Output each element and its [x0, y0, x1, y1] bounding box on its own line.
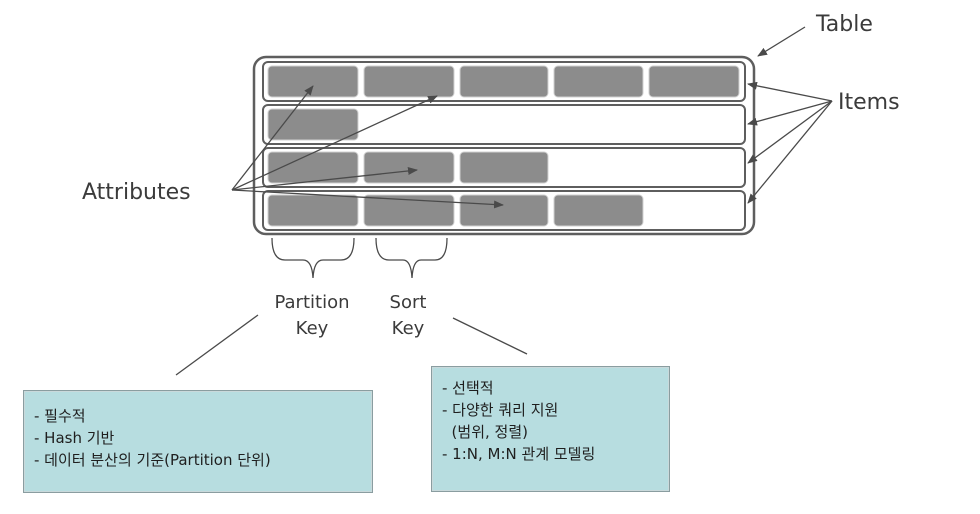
- items-arrows: [747, 81, 833, 204]
- note-line: (범위, 정렬): [442, 423, 528, 441]
- note-line: - 1:N, M:N 관계 모델링: [442, 445, 596, 463]
- partition-key-label: Partition Key: [264, 290, 360, 342]
- item-row-4: [262, 190, 746, 231]
- table-arrow: [757, 26, 806, 57]
- partition-callout-line: [175, 314, 259, 376]
- item-row-3: [262, 147, 746, 188]
- sort-key-line-1: Sort: [389, 292, 427, 313]
- note-line: - 다양한 쿼리 지원: [442, 401, 559, 419]
- attribute-cell: [363, 151, 455, 184]
- sort-key-note: - 선택적 - 다양한 쿼리 지원 (범위, 정렬) - 1:N, M:N 관계…: [431, 366, 670, 492]
- note-line: - Hash 기반: [34, 429, 115, 447]
- item-row-1: [262, 61, 746, 102]
- attribute-cell: [553, 65, 644, 98]
- partition-key-line-2: Key: [295, 318, 329, 339]
- attribute-cell: [267, 108, 359, 141]
- attribute-cell: [363, 194, 455, 227]
- partition-key-line-1: Partition: [274, 292, 350, 313]
- attribute-cell: [267, 151, 359, 184]
- attribute-cell: [553, 194, 644, 227]
- attributes-label: Attributes: [82, 180, 191, 205]
- table-label: Table: [816, 12, 873, 37]
- note-line: - 필수적: [34, 407, 86, 425]
- attribute-cell: [459, 65, 549, 98]
- sort-key-brace: [375, 237, 448, 279]
- attributes-arrows: [231, 85, 504, 209]
- attribute-cell: [648, 65, 740, 98]
- items-label: Items: [838, 90, 900, 115]
- note-line: - 선택적: [442, 379, 494, 397]
- sort-key-line-2: Key: [391, 318, 425, 339]
- attribute-cell: [267, 65, 359, 98]
- attribute-cell: [459, 151, 549, 184]
- note-line: - 데이터 분산의 기준(Partition 단위): [34, 451, 271, 469]
- item-row-2: [262, 104, 746, 145]
- sort-key-label: Sort Key: [376, 290, 440, 342]
- attribute-cell: [459, 194, 549, 227]
- partition-key-brace: [271, 237, 355, 279]
- partition-key-note: - 필수적 - Hash 기반 - 데이터 분산의 기준(Partition 단…: [23, 390, 373, 493]
- attribute-cell: [267, 194, 359, 227]
- sort-callout-line: [452, 317, 528, 355]
- attribute-cell: [363, 65, 455, 98]
